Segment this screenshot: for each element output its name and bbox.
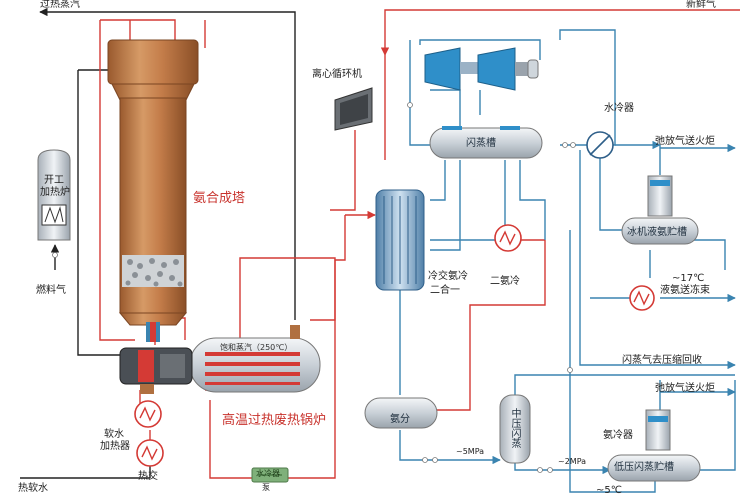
waste-heat-boiler [119,325,321,394]
two-mpa-label: ~2MPa [558,457,587,466]
pump-label: 泵 [262,483,270,492]
ammonia-separator-label: 氨分 [390,414,410,425]
vent-to-torch-1-label: 弛放气送火炬 [655,136,715,147]
heat-exchanger [136,439,164,467]
soft-water-heater-label-2: 加热器 [100,441,130,452]
bottom-water-cooler [251,467,289,483]
centrifugal-compressor-label: 离心循环机 [312,69,362,80]
five-mpa-label: ~5MPa [456,447,485,456]
medium-pressure-flash-label: 中压闪蒸 [509,408,520,448]
cold-exchanger [375,189,425,291]
ice-machine-tank-label: 冰机液氨贮槽 [627,227,687,238]
flash-gas-recovery-label: 闪蒸气去压缩回收 [622,355,702,366]
ammonia-cooler-label: 氨冷器 [603,430,633,441]
flash-tank-label: 闪蒸槽 [466,138,496,149]
fresh-gas-label: 新鲜气 [686,0,716,10]
saturated-steam-label: 饱和蒸汽（250℃） [220,343,293,352]
startup-heater-label-2: 加热炉 [40,187,70,198]
startup-heater-label-1: 开工 [44,175,64,186]
secondary-cooler-label: 二氨冷 [490,276,520,287]
water-cooler-top [586,131,614,159]
waste-heat-boiler-label: 高温过热废热锅炉 [222,413,327,428]
top-steam-label: 过热蒸汽 [40,0,80,10]
ammonia-freeze-exchanger [629,285,655,311]
ammonia-synthesis-tower-label: 氨合成塔 [193,191,246,206]
water-cooler-label: 水冷器 [604,103,634,114]
fuel-gas-label: 燃料气 [36,285,66,296]
liquid-ammonia-label: 液氨送冻束 [660,285,710,296]
two-in-one-label: 二合一 [430,285,460,296]
secondary-cooler [494,224,522,252]
cold-exchanger-label: 冷交氨冷 [428,271,468,282]
centrifugal-compressor [334,87,373,131]
bottom-water-cooler-label: 水冷器 [256,469,280,478]
minus17-label: ~17℃ [672,273,705,284]
vent-to-torch-2-label: 弛放气送火炬 [655,383,715,394]
medium-pressure-flash [499,394,531,464]
startup-heater [37,149,71,241]
ammonia-separator [364,397,438,429]
low-pressure-tank [607,409,701,482]
ammonia-synthesis-tower [107,39,199,342]
soft-water-heater [134,400,162,428]
hot-soft-water-label: 热软水 [18,483,48,494]
soft-water-heater-label-1: 软水 [104,429,124,440]
turbine-compressors [424,47,539,91]
flash-tank [429,126,543,159]
minus5-label: ~5℃ [596,485,622,496]
valves [52,102,576,473]
ice-machine-tank [621,175,699,245]
heat-exchanger-label: 热交 [138,471,158,482]
cold-lines [399,29,736,493]
low-pressure-tank-label: 低压闪蒸贮槽 [614,462,674,473]
